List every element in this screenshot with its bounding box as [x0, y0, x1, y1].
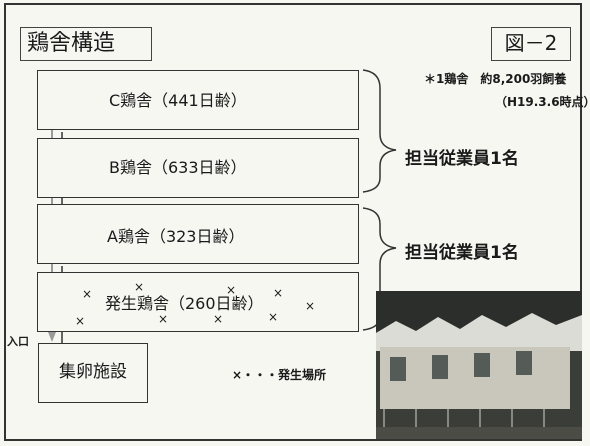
- title-box: 鶏舎構造: [20, 27, 152, 61]
- outbreak-mark: ×: [305, 299, 316, 313]
- outbreak-mark: ×: [268, 310, 279, 324]
- legend-outbreak-location: ×・・・発生場所: [232, 368, 327, 382]
- entrance-label: 入口: [7, 335, 29, 348]
- house-b: [37, 138, 359, 198]
- date-note: （H19.3.6時点）: [495, 95, 590, 109]
- house-c-label: C鶏舎（441日齢）: [109, 91, 247, 110]
- house-outbreak: [37, 272, 359, 332]
- outbreak-mark: ×: [158, 312, 169, 326]
- house-a: [37, 204, 359, 264]
- outbreak-mark: ×: [273, 286, 284, 300]
- house-b-label: B鶏舎（633日齢）: [109, 158, 247, 177]
- outbreak-mark: ×: [226, 283, 237, 297]
- diagram-frame: [4, 3, 582, 441]
- outbreak-mark: ×: [134, 280, 145, 294]
- capacity-note: ＊1鶏舎 約8,200羽飼養: [424, 72, 567, 86]
- house-a-label: A鶏舎（323日齢）: [107, 227, 245, 246]
- outbreak-mark: ×: [75, 314, 86, 328]
- house-outbreak-label: 発生鶏舎（260日齢）: [105, 294, 264, 313]
- poultry-house-photo: [376, 291, 582, 439]
- egg-collection-facility: 集卵施設: [38, 343, 148, 403]
- outbreak-mark: ×: [82, 287, 93, 301]
- staff-label-lower: 担当従業員1名: [405, 243, 519, 263]
- figure-label: 図－2: [491, 27, 571, 61]
- outbreak-mark: ×: [213, 312, 224, 326]
- house-c: [37, 70, 359, 130]
- staff-label-upper: 担当従業員1名: [405, 149, 519, 169]
